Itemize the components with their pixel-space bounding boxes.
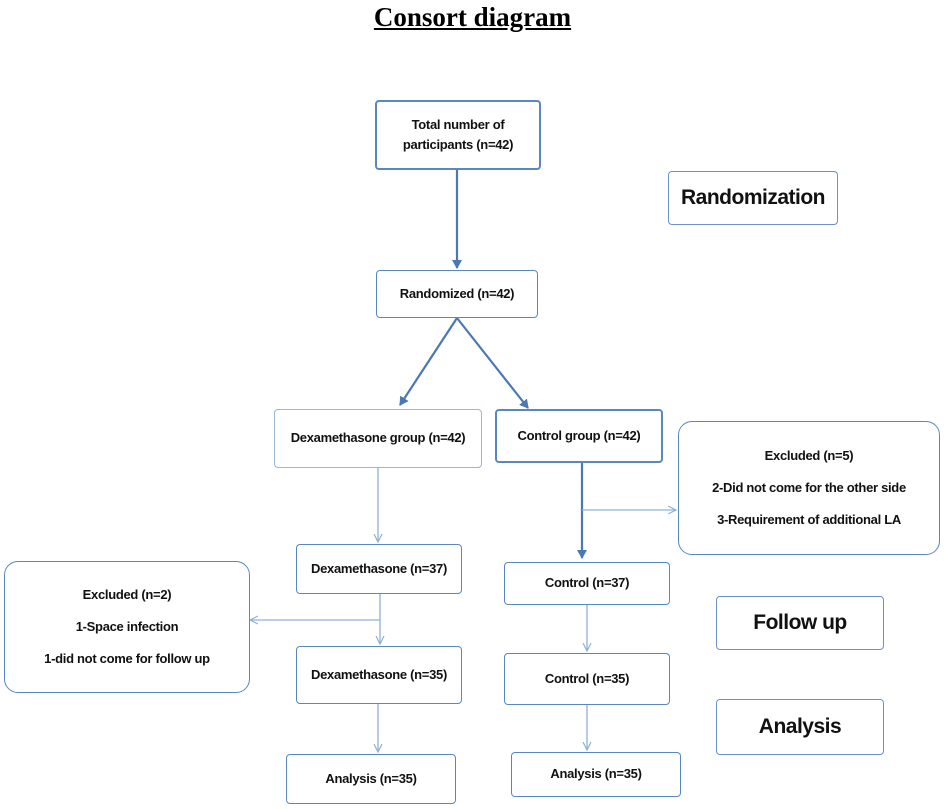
stage-follow-up-box: Follow up	[716, 596, 884, 650]
dexamethasone-35-box: Dexamethasone (n=35)	[296, 646, 462, 704]
analysis-right-box: Analysis (n=35)	[511, 752, 681, 797]
excluded-left-reason-1: 1-Space infection	[75, 618, 179, 634]
dexamethasone-group-box: Dexamethasone group (n=42)	[274, 409, 482, 468]
excluded-left-reason-2: 1-did not come for follow up	[44, 651, 210, 667]
total-participants-box: Total number of participants (n=42)	[375, 100, 541, 170]
dexamethasone-group-label: Dexamethasone group (n=42)	[290, 430, 466, 446]
total-participants-label: Total number of participants (n=42)	[402, 116, 514, 152]
randomized-box: Randomized (n=42)	[376, 270, 538, 318]
control-group-label: Control group (n=42)	[517, 427, 641, 443]
excluded-right-reason-1: 2-Did not come for the other side	[712, 479, 906, 495]
control-35-box: Control (n=35)	[504, 653, 670, 705]
stage-follow-up-label: Follow up	[753, 610, 847, 634]
control-35-label: Control (n=35)	[544, 670, 630, 686]
control-37-box: Control (n=37)	[504, 562, 670, 605]
excluded-left-box: Excluded (n=2) 1-Space infection 1-did n…	[4, 561, 250, 693]
arrow-randomized-to-control-group	[456, 317, 529, 409]
analysis-left-label: Analysis (n=35)	[325, 770, 417, 786]
randomized-label: Randomized (n=42)	[399, 285, 515, 301]
excluded-right-heading: Excluded (n=5)	[764, 447, 854, 463]
dexamethasone-37-label: Dexamethasone (n=37)	[311, 560, 447, 576]
analysis-left-box: Analysis (n=35)	[286, 754, 456, 804]
excluded-left-heading: Excluded (n=2)	[82, 586, 172, 602]
control-37-label: Control (n=37)	[544, 575, 630, 591]
arrow-randomized-to-dexa-group	[399, 317, 458, 406]
dexamethasone-37-box: Dexamethasone (n=37)	[296, 544, 462, 594]
analysis-right-label: Analysis (n=35)	[550, 766, 642, 782]
control-group-box: Control group (n=42)	[495, 409, 663, 463]
stage-randomization-box: Randomization	[668, 171, 838, 225]
diagram-title: Consort diagram	[373, 2, 572, 32]
dexamethasone-35-label: Dexamethasone (n=35)	[311, 666, 447, 682]
stage-analysis-label: Analysis	[758, 714, 842, 738]
excluded-right-box: Excluded (n=5) 2-Did not come for the ot…	[678, 421, 940, 555]
stage-randomization-label: Randomization	[681, 185, 826, 209]
stage-analysis-box: Analysis	[716, 699, 884, 755]
excluded-right-reason-2: 3-Requirement of additional LA	[717, 512, 901, 528]
